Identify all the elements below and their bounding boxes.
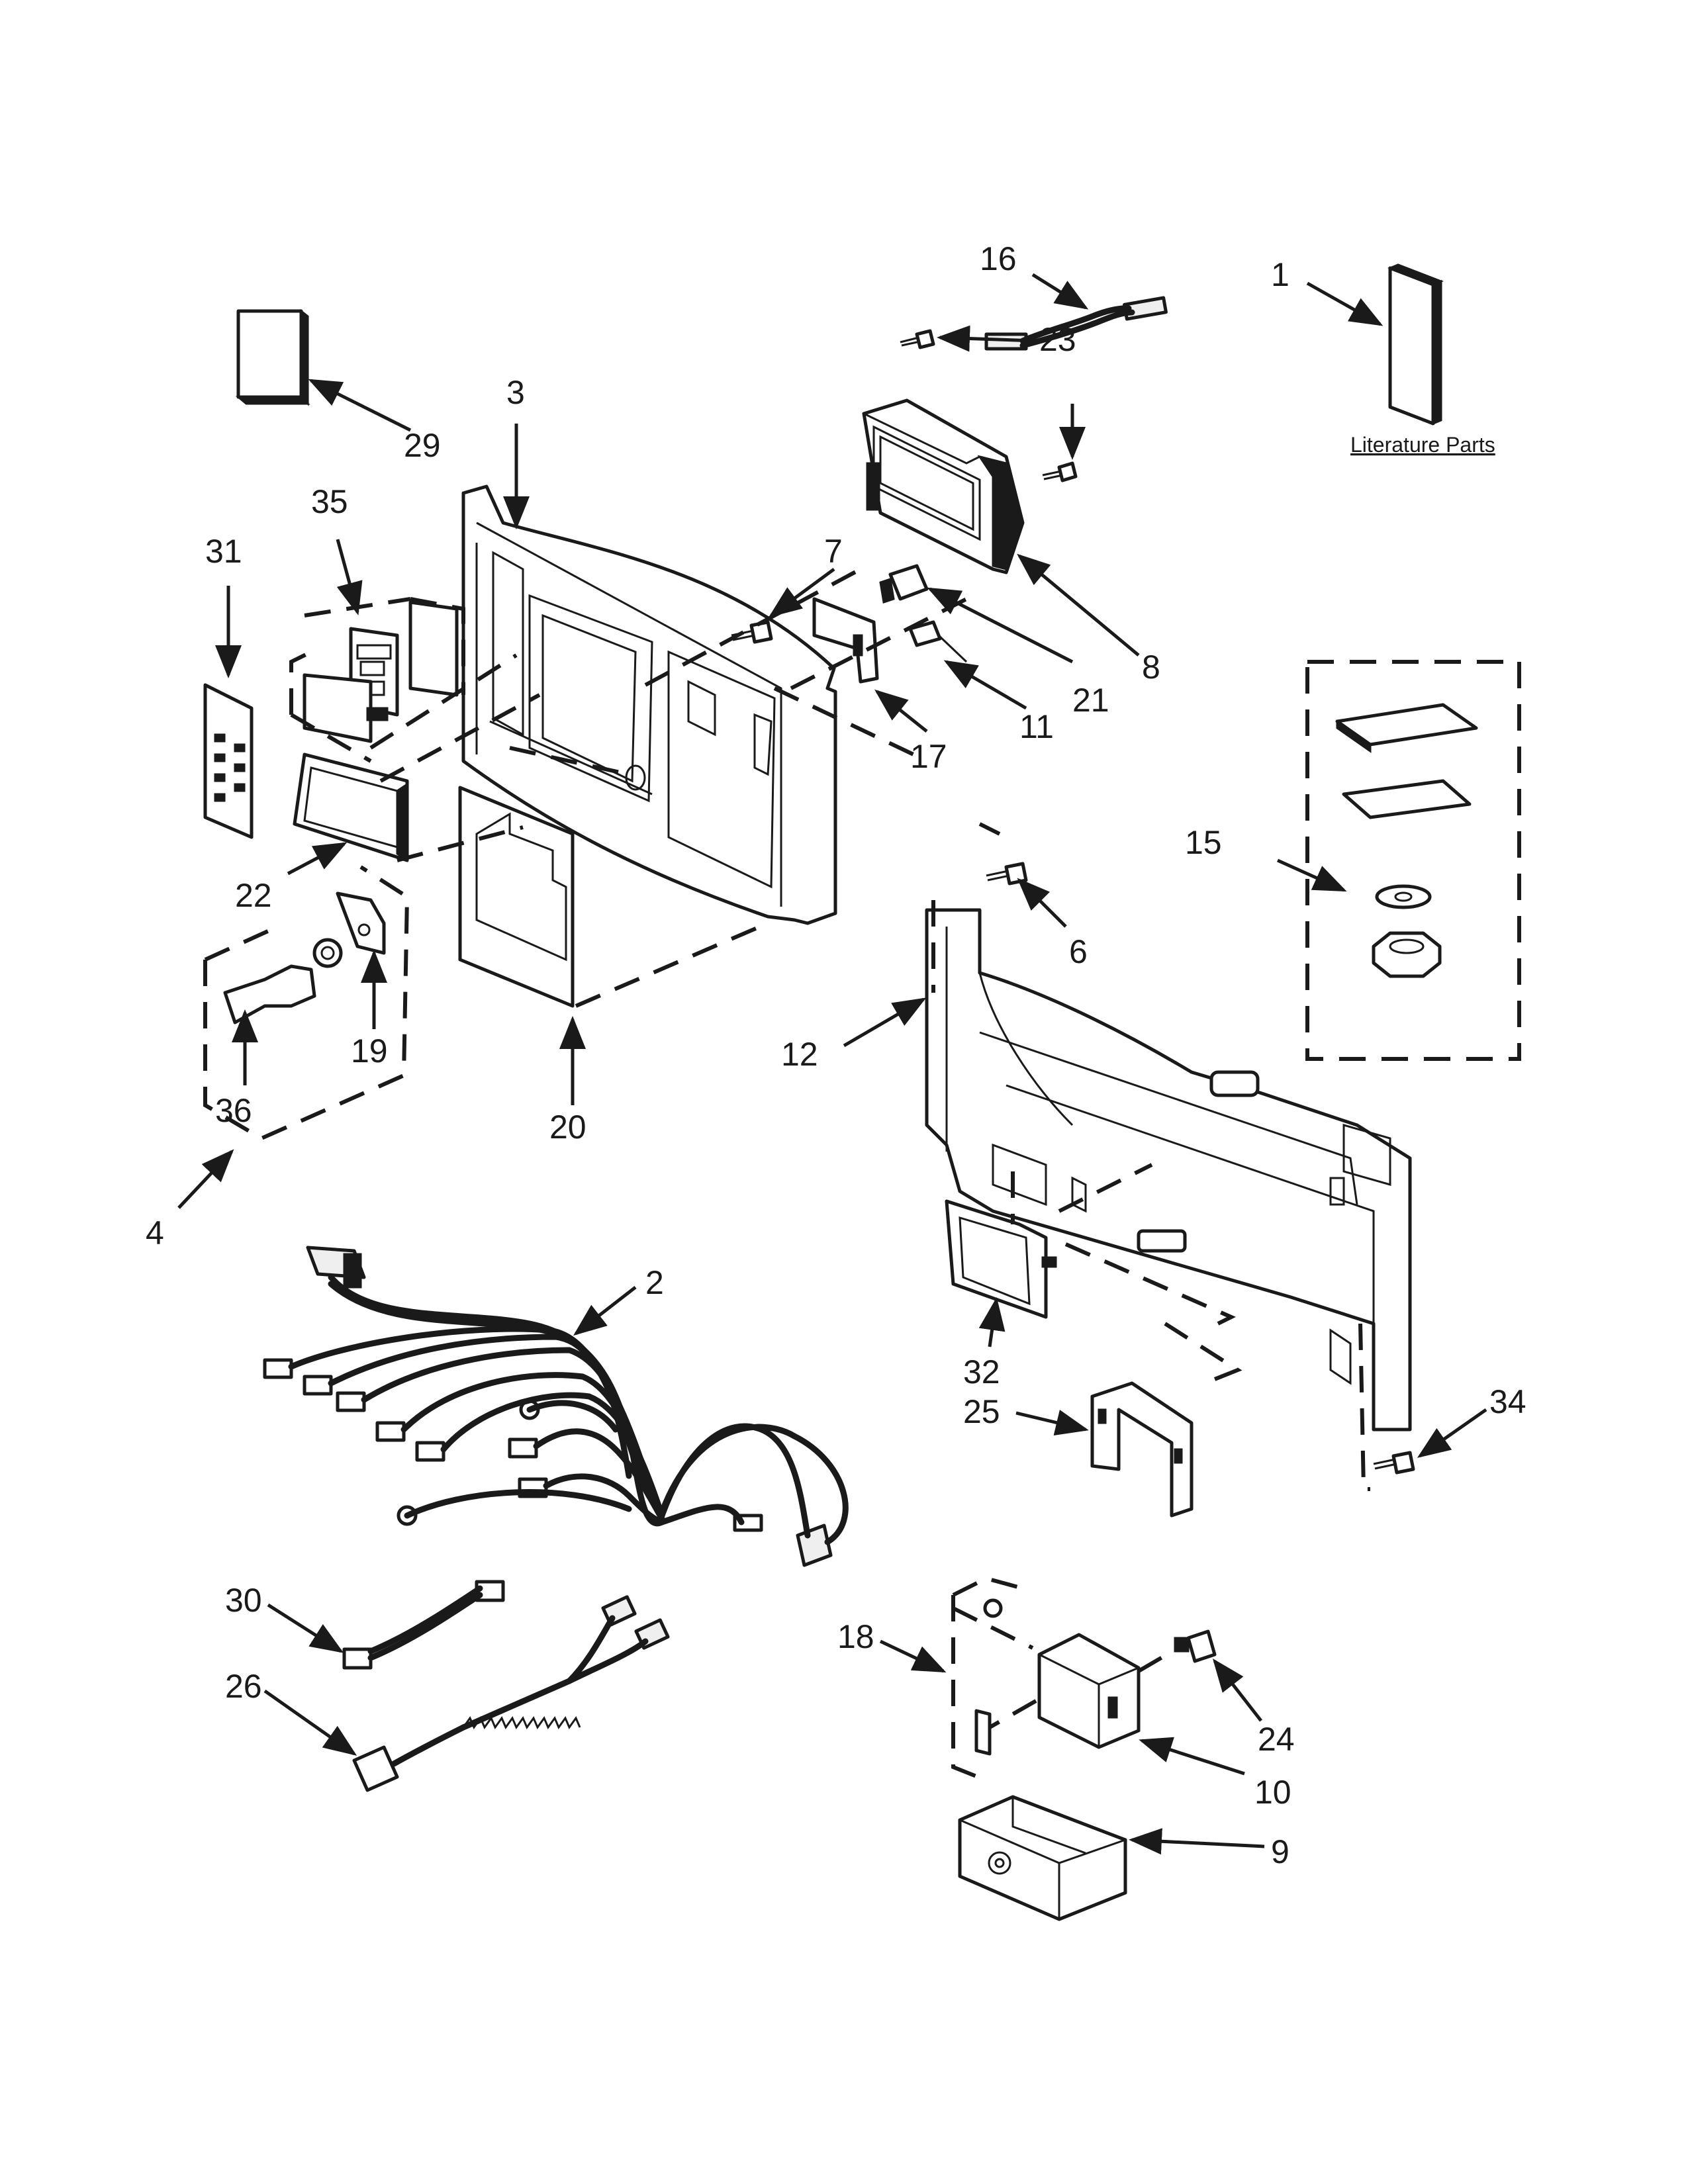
group-box-4 — [203, 865, 410, 1141]
enclosure-box-9 — [958, 1795, 1127, 1921]
electronic-module-10 — [1037, 1633, 1141, 1749]
control-board-8 — [862, 398, 1025, 574]
callout-35: 35 — [311, 483, 348, 520]
switch-21 — [879, 564, 929, 604]
keypad-overlay-31 — [203, 683, 254, 839]
console-bracket-12 — [925, 908, 1412, 1432]
display-lens-22 — [293, 752, 409, 862]
callout-4: 4 — [146, 1214, 164, 1251]
sensor-11 — [908, 620, 968, 663]
leader-lines — [177, 273, 1487, 1855]
callout-labels: 1 16 23 3 29 35 31 7 8 21 11 17 15 6 12 … — [146, 240, 1526, 1870]
callout-36: 36 — [215, 1092, 252, 1129]
callout-12: 12 — [781, 1036, 818, 1073]
wire-harness-26 — [352, 1595, 670, 1792]
callout-2: 2 — [645, 1264, 664, 1301]
literature-parts-label: Literature Parts — [1350, 433, 1495, 457]
bracket-25 — [1090, 1381, 1194, 1518]
lock-cylinder-36 — [223, 938, 343, 1024]
callout-21: 21 — [1072, 682, 1109, 719]
callout-3: 3 — [506, 374, 525, 411]
switch-24 — [1174, 1629, 1217, 1663]
callout-29: 29 — [404, 427, 441, 464]
callout-23: 23 — [1039, 321, 1076, 358]
callout-10: 10 — [1254, 1774, 1291, 1811]
console-panel-3 — [461, 484, 837, 925]
gasket-20 — [458, 786, 575, 1008]
callout-7: 7 — [824, 533, 843, 570]
keypad-board-35 — [303, 600, 459, 743]
callout-8: 8 — [1142, 649, 1160, 686]
lock-bracket-19 — [336, 891, 386, 955]
callout-17: 17 — [910, 738, 947, 775]
callout-16: 16 — [980, 240, 1017, 277]
callout-31: 31 — [205, 533, 242, 570]
screw-34 — [1373, 1451, 1415, 1475]
callout-22: 22 — [235, 877, 272, 914]
bracket-17 — [812, 597, 879, 684]
callout-6: 6 — [1069, 933, 1088, 970]
screw-23a — [900, 329, 935, 349]
callout-32: 32 — [963, 1353, 1000, 1390]
mounting-kit-15 — [1335, 703, 1478, 978]
frame-32 — [945, 1199, 1057, 1319]
literature-parts-booklet — [1387, 263, 1444, 426]
cover-plate-29 — [235, 308, 310, 406]
callout-1: 1 — [1271, 256, 1289, 293]
screw-7 — [731, 620, 773, 644]
main-wire-harness-2 — [263, 1246, 849, 1567]
callout-34: 34 — [1489, 1383, 1526, 1420]
callout-30: 30 — [225, 1582, 262, 1619]
callout-18: 18 — [837, 1618, 874, 1655]
wire-jumper-16 — [984, 296, 1168, 351]
callout-25: 25 — [963, 1393, 1000, 1430]
callout-20: 20 — [549, 1109, 586, 1146]
callout-11: 11 — [1019, 708, 1054, 745]
callout-15: 15 — [1185, 824, 1222, 861]
wire-jumper-30 — [342, 1580, 505, 1670]
callout-19: 19 — [351, 1032, 388, 1069]
callout-9: 9 — [1271, 1833, 1289, 1870]
group-box-15 — [1305, 660, 1521, 1061]
callout-26: 26 — [225, 1668, 262, 1705]
callout-24: 24 — [1258, 1721, 1295, 1758]
terminal-18 — [974, 1598, 1003, 1756]
screw-23b — [1042, 461, 1078, 482]
assembly-lines — [369, 567, 1370, 1729]
group-box-18 — [951, 1576, 1023, 1782]
